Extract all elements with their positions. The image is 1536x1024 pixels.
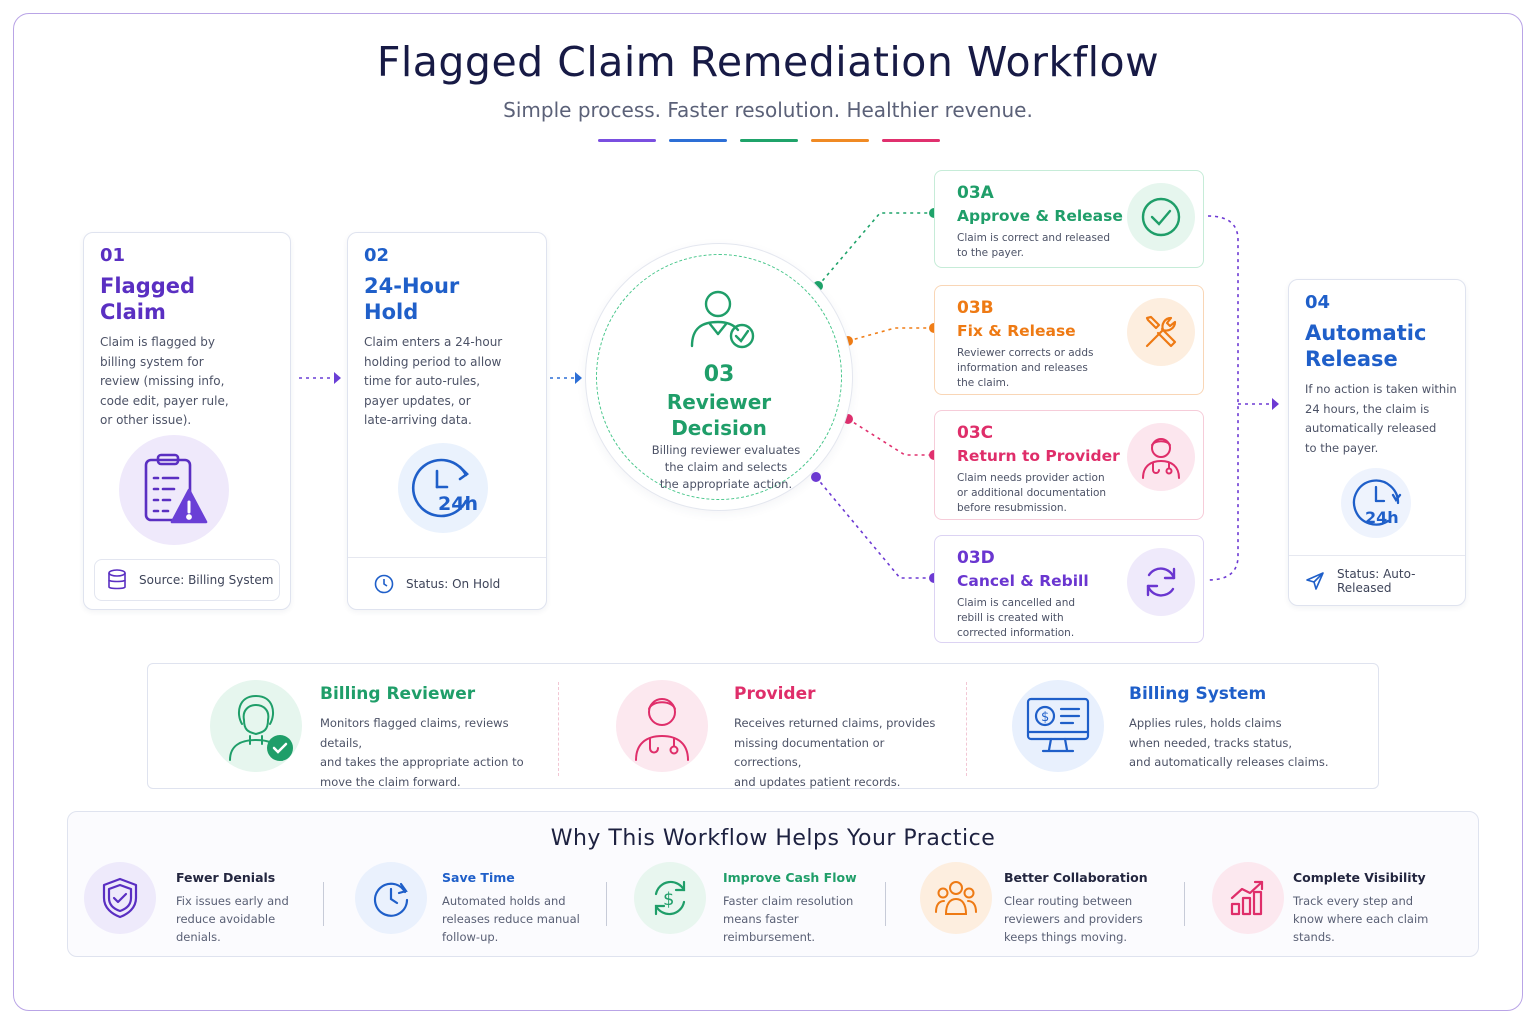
role-billing-reviewer-title: Billing Reviewer (320, 684, 476, 704)
step-04-number: 04 (1305, 292, 1331, 313)
option-03a-number: 03A (957, 183, 994, 203)
roles-panel: Billing Reviewer Monitors flagged claims… (147, 663, 1379, 789)
option-03d-number: 03D (957, 548, 995, 568)
role-provider-title: Provider (734, 684, 816, 704)
step-03-number: 03 (703, 362, 735, 387)
step-02-status: Status: On Hold (406, 576, 501, 591)
option-03c-title: Return to Provider (957, 447, 1120, 465)
option-03d-title: Cancel & Rebill (957, 572, 1089, 590)
option-03c-card: 03C Return to Provider Claim needs provi… (934, 410, 1204, 520)
visibility-chart-icon (1212, 862, 1284, 934)
option-03b-number: 03B (957, 298, 994, 318)
provider-avatar-icon (616, 680, 708, 772)
verified-badge-icon (267, 735, 293, 761)
check-circle-icon (1127, 183, 1195, 251)
collaboration-group-icon (920, 862, 992, 934)
benefit-fewer-denials-title: Fewer Denials (176, 870, 276, 885)
step-02-number: 02 (364, 245, 390, 266)
option-03c-number: 03C (957, 423, 994, 443)
benefits-panel: Why This Workflow Helps Your Practice Fe… (67, 811, 1479, 957)
accent-bar-orange (811, 139, 869, 142)
page-subtitle: Simple process. Faster resolution. Healt… (503, 98, 1033, 122)
doctor-icon (1127, 423, 1195, 491)
clock-24h-label: 24h (438, 493, 478, 515)
auto-release-24h-label: 24h (1365, 508, 1399, 527)
step-01-source: Source: Billing System (139, 573, 274, 587)
benefit-save-time-title: Save Time (442, 870, 515, 885)
accent-bar-green (740, 139, 798, 142)
option-03b-title: Fix & Release (957, 322, 1076, 340)
benefits-title: Why This Workflow Helps Your Practice (550, 826, 996, 851)
role-billing-reviewer-description: Monitors flagged claims, reviews details… (320, 716, 524, 789)
benefit-collaboration-title: Better Collaboration (1004, 870, 1148, 885)
shield-check-icon (84, 862, 156, 934)
accent-bar-pink (882, 139, 940, 142)
save-time-clock-icon (355, 862, 427, 934)
step-01-footer: Source: Billing System (94, 559, 280, 601)
svg-text:$: $ (663, 889, 674, 910)
clock-icon (374, 574, 394, 593)
role-billing-system-title: Billing System (1129, 684, 1267, 704)
auto-release-clock-icon: 24h (1341, 468, 1411, 538)
option-03a-title: Approve & Release (957, 207, 1123, 225)
clipboard-warning-icon (119, 435, 229, 545)
step-01-number: 01 (100, 245, 126, 266)
refresh-icon (1127, 548, 1195, 616)
step-04-status: Status: Auto-Released (1337, 566, 1416, 595)
accent-bar-purple (598, 139, 656, 142)
option-03a-card: 03A Approve & Release Claim is correct a… (934, 170, 1204, 268)
billing-reviewer-avatar-icon (210, 680, 302, 772)
svg-text:$: $ (1041, 710, 1049, 725)
benefit-cash-flow-title: Improve Cash Flow (723, 870, 857, 885)
clock-24h-icon: 24h (398, 443, 488, 533)
step-02-footer: Status: On Hold (348, 557, 546, 609)
option-03b-card: 03B Fix & Release Reviewer corrects or a… (934, 285, 1204, 395)
tools-icon (1127, 298, 1195, 366)
benefit-visibility-title: Complete Visibility (1293, 870, 1426, 885)
step-04-footer: Status: Auto-Released (1289, 555, 1465, 605)
send-icon (1306, 571, 1324, 590)
billing-system-monitor-icon: $ (1012, 680, 1104, 772)
cash-flow-icon: $ (634, 862, 706, 934)
accent-bar-blue (669, 139, 727, 142)
reviewer-check-icon (690, 290, 755, 349)
option-03d-card: 03D Cancel & Rebill Claim is cancelled a… (934, 535, 1204, 643)
page-title: Flagged Claim Remediation Workflow (376, 38, 1160, 86)
database-icon (108, 569, 126, 590)
